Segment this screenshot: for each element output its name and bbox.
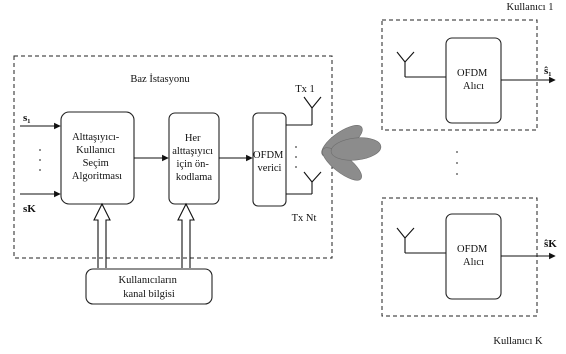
beam-lobe: [330, 137, 382, 161]
tx-n-label: Tx Nt: [292, 213, 317, 224]
input-ellipsis-dot: [39, 149, 41, 151]
user-k-label: Kullanıcı K: [493, 336, 543, 347]
user-1-label: Kullanıcı 1: [507, 2, 554, 13]
beam-pattern: [321, 125, 382, 181]
tx-ellipsis-dot: [295, 156, 297, 158]
output-k-label: ŝK: [544, 238, 557, 250]
base-station-boundary: [13, 55, 333, 259]
scheduler-line: Kullanıcı: [76, 145, 115, 156]
scheduler-line: Alttaşıyıcı-: [72, 132, 120, 143]
output-1-label: ŝ₁: [544, 65, 552, 77]
input-k-label: sK: [23, 203, 36, 215]
precoder-line: için ön-: [177, 159, 210, 170]
precoder-label: Her alttaşıyıcı için ön- kodlama: [172, 133, 215, 183]
user-1-boundary: [381, 19, 538, 131]
tx-antenna-1: [286, 96, 322, 126]
ofdm-receiver-1-line: OFDM: [457, 68, 488, 79]
scheduler-line: Algoritması: [72, 171, 122, 182]
tx-antenna-n: [286, 171, 322, 195]
users-ellipsis-dot: [456, 162, 458, 164]
ofdm-receiver-k-label: OFDM Alıcı: [457, 244, 490, 268]
ofdm-receiver-1-line: Alıcı: [463, 81, 484, 92]
channel-info-line: Kullanıcıların: [119, 275, 178, 286]
tx-1-label: Tx 1: [295, 84, 315, 95]
tx-ellipsis-dot: [295, 146, 297, 148]
tx-ellipsis-dot: [295, 166, 297, 168]
users-ellipsis-dot: [456, 173, 458, 175]
ofdm-transmitter-block: [252, 112, 287, 207]
channel-info-line: kanal bilgisi: [123, 289, 175, 300]
users-ellipsis-dot: [456, 151, 458, 153]
ofdm-transmitter-label: OFDM verici: [253, 150, 286, 174]
ofdm-transmitter-line: verici: [258, 163, 282, 174]
precoder-line: Her: [185, 133, 201, 144]
channel-info-to-precoder-arrow: [177, 202, 195, 268]
channel-info-block: [85, 268, 213, 305]
ofdm-receiver-k-line: OFDM: [457, 244, 488, 255]
precoder-line: alttaşıyıcı: [172, 146, 213, 157]
precoder-line: kodlama: [176, 172, 212, 183]
ofdm-receiver-1-label: OFDM Alıcı: [457, 68, 490, 92]
ofdm-transmitter-line: OFDM: [253, 150, 284, 161]
rx-antenna-k: [396, 227, 446, 254]
base-station-label: Baz İstasyonu: [130, 73, 190, 85]
input-ellipsis-dot: [39, 159, 41, 161]
scheduler-line: Seçim: [83, 158, 109, 169]
input-ellipsis-dot: [39, 169, 41, 171]
user-k-boundary: [381, 197, 538, 317]
rx-antenna-1: [396, 51, 446, 78]
scheduler-label: Alttaşıyıcı- Kullanıcı Seçim Algoritması: [72, 132, 122, 182]
input-1-label: s₁: [23, 112, 31, 124]
channel-info-label: Kullanıcıların kanal bilgisi: [119, 275, 180, 300]
channel-info-to-scheduler-arrow: [93, 202, 111, 268]
ofdm-receiver-k-line: Alıcı: [463, 257, 484, 268]
